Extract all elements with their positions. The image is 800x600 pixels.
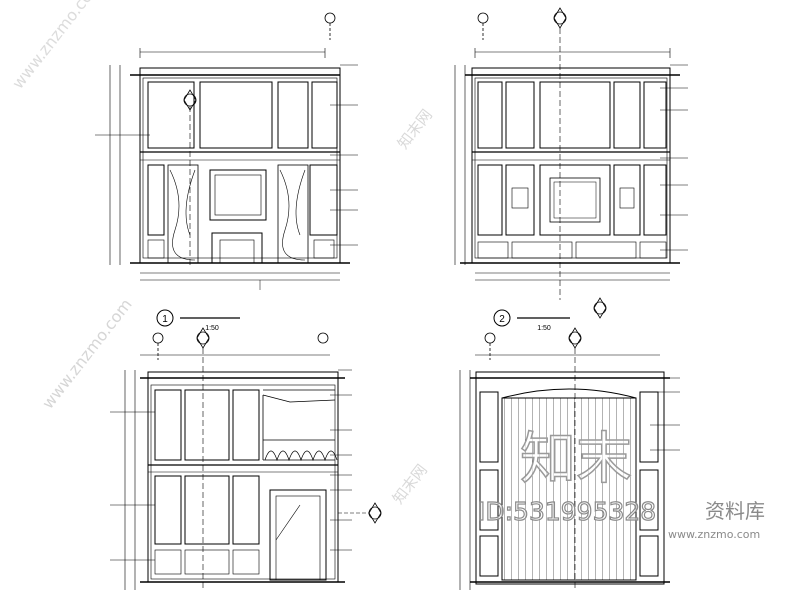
drawing-title-2: 2 1:50 xyxy=(493,309,570,332)
watermark-logo-text: 知末 xyxy=(520,427,632,492)
drawing-number-2: 2 xyxy=(499,314,505,325)
elevation-top-right xyxy=(454,48,688,281)
section-markers-bottom-right xyxy=(484,327,582,590)
drawing-title-1: 1 1:50 xyxy=(156,309,240,332)
section-markers-bottom-left xyxy=(152,327,382,590)
section-markers-top-right xyxy=(477,7,607,319)
elevation-bottom-left xyxy=(110,354,352,590)
watermark-site-url-diagonal-top: www.znzmo.com xyxy=(8,0,106,92)
watermark-library-text: 资料库 xyxy=(705,499,765,523)
drawing-number-1: 1 xyxy=(162,314,168,325)
watermark-id-text: ID:531995328 xyxy=(478,497,656,526)
watermark-vertical-text-lower: 知末网 xyxy=(389,461,431,508)
drawing-number-bubble-2 xyxy=(493,309,511,327)
section-markers-top-left xyxy=(183,12,336,265)
elevation-top-left xyxy=(95,48,358,290)
watermark-site-url-diagonal: www.znzmo.com xyxy=(38,295,136,412)
elevation-bottom-right xyxy=(459,354,680,590)
drawing-scale-2: 1:50 xyxy=(537,325,551,332)
watermark-vertical-text: 知末网 xyxy=(394,106,436,153)
drawing-number-bubble-1 xyxy=(156,309,174,327)
watermark-site-url-footer: www.znzmo.com xyxy=(668,528,760,541)
drawing-scale-1: 1:50 xyxy=(205,325,219,332)
watermark: www.znzmo.com www.znzmo.com 知末网 知末网 知末 I… xyxy=(8,0,765,541)
